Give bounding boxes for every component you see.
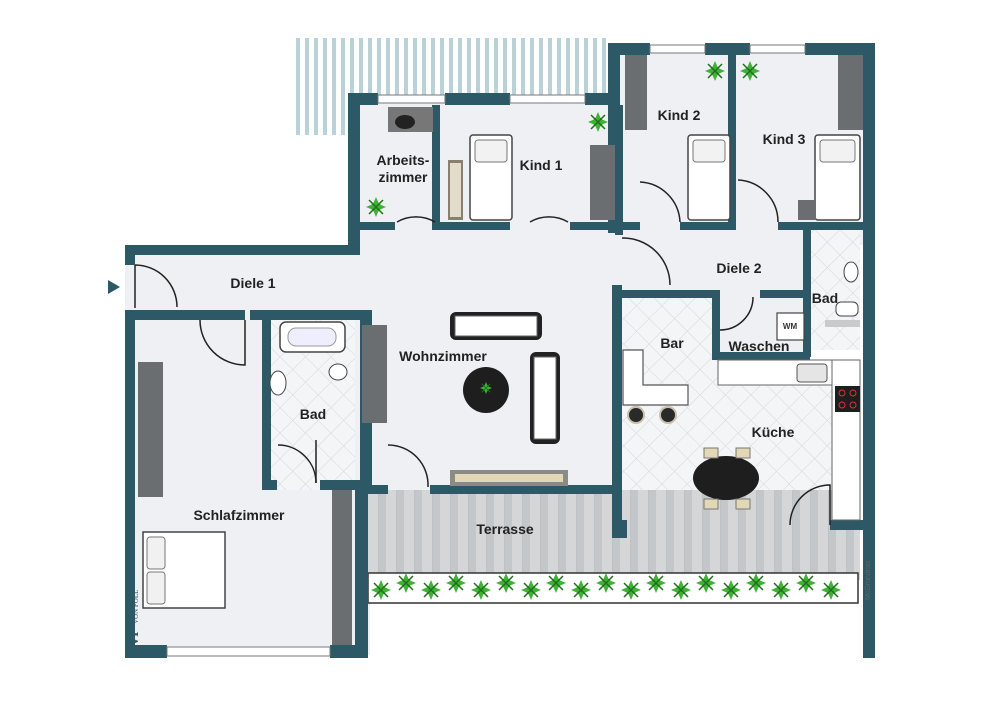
label-bad-right: Bad [812,290,838,306]
label-diele2: Diele 2 [716,260,761,276]
label-bad-left: Bad [300,406,326,422]
label-kueche: Küche [752,424,795,440]
label-kind1: Kind 1 [520,157,563,173]
label-waschen: Waschen [729,338,790,354]
label-arbeitszimmer-line2: zimmer [378,169,428,185]
label-kind2: Kind 2 [658,107,701,123]
windows [166,44,806,657]
entrance-arrow-icon [108,280,120,294]
label-washing-machine: WM [783,322,798,331]
label-diele1: Diele 1 [230,275,275,291]
label-schlafzimmer: Schlafzimmer [193,507,285,523]
brand-logo-name: VON POLL [132,590,140,624]
brand-logo: VP VON POLL [126,590,141,646]
label-bar: Bar [660,335,684,351]
label-kind3: Kind 3 [763,131,806,147]
doors [134,179,831,526]
label-wohnzimmer: Wohnzimmer [399,348,487,364]
walls [125,43,875,658]
furniture [138,55,863,645]
label-terrasse: Terrasse [476,521,534,537]
brand-logo-mark: VP [126,629,141,646]
credit-text: McGrundriss [865,560,872,600]
label-arbeitszimmer-line1: Arbeits- [377,152,430,168]
balcony-railing [296,38,606,135]
